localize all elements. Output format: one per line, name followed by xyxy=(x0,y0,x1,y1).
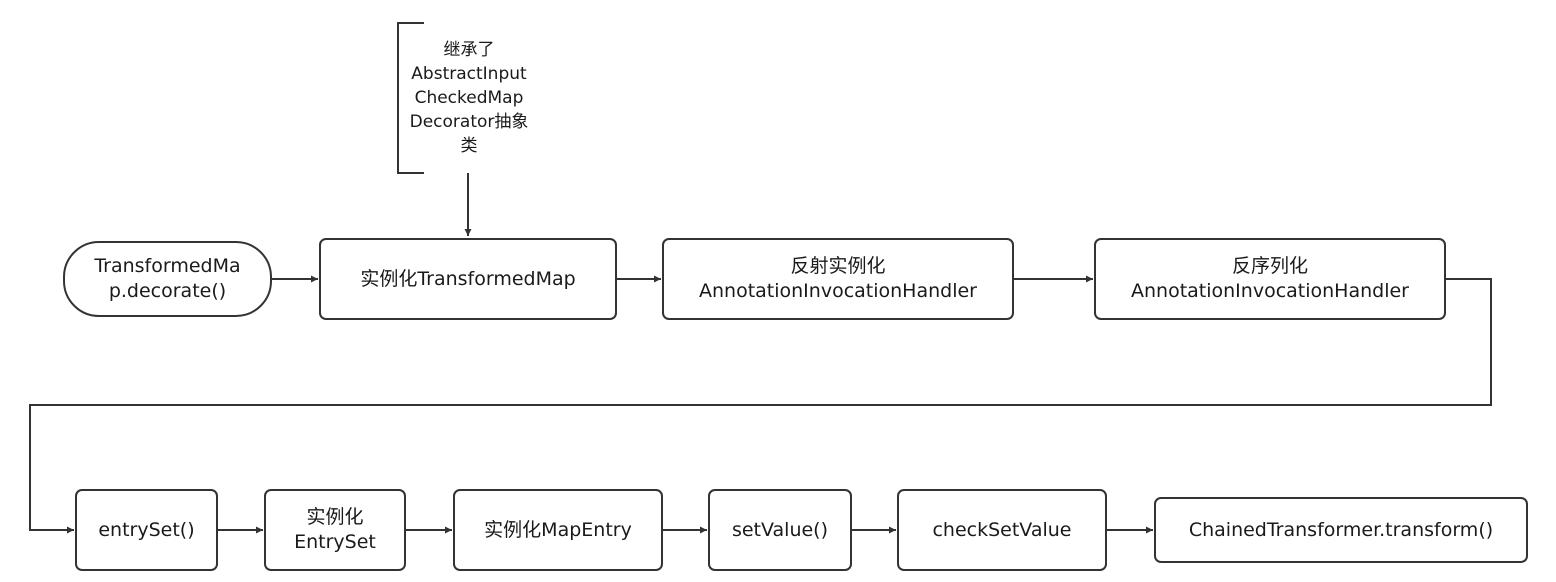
annotation-bracket xyxy=(397,22,424,174)
node-label: 反序列化 AnnotationInvocationHandler xyxy=(1130,255,1409,302)
node-label: 实例化TransformedMap xyxy=(360,267,576,290)
node-instantiate-entryset[interactable]: 实例化 EntrySet xyxy=(264,489,406,571)
node-label: 反射实例化 AnnotationInvocationHandler xyxy=(698,255,977,302)
node-chained-transform[interactable]: ChainedTransformer.transform() xyxy=(1154,497,1528,563)
annotation-text: 继承了 AbstractInput CheckedMap Decorator抽象… xyxy=(409,40,529,156)
arrow-deserialize-to-entryset xyxy=(29,278,1492,534)
node-reflect-instantiate[interactable]: 反射实例化 AnnotationInvocationHandler xyxy=(662,238,1014,320)
annotation-note: 继承了 AbstractInput CheckedMap Decorator抽象… xyxy=(402,28,536,168)
node-label: setValue() xyxy=(731,518,829,541)
node-label: entrySet() xyxy=(98,518,195,541)
node-checksetvalue[interactable]: checkSetValue xyxy=(897,489,1107,571)
node-label: ChainedTransformer.transform() xyxy=(1188,518,1494,541)
node-entryset[interactable]: entrySet() xyxy=(75,489,218,571)
node-setvalue[interactable]: setValue() xyxy=(708,489,852,571)
node-decorate[interactable]: TransformedMa p.decorate() xyxy=(63,241,272,317)
node-label: TransformedMa p.decorate() xyxy=(94,255,241,302)
node-instantiate-transformedmap[interactable]: 实例化TransformedMap xyxy=(319,238,617,320)
node-label: 实例化 EntrySet xyxy=(294,506,376,553)
node-instantiate-mapentry[interactable]: 实例化MapEntry xyxy=(453,489,663,571)
node-label: 实例化MapEntry xyxy=(484,518,632,541)
node-label: checkSetValue xyxy=(932,518,1072,541)
node-deserialize[interactable]: 反序列化 AnnotationInvocationHandler xyxy=(1094,238,1446,320)
